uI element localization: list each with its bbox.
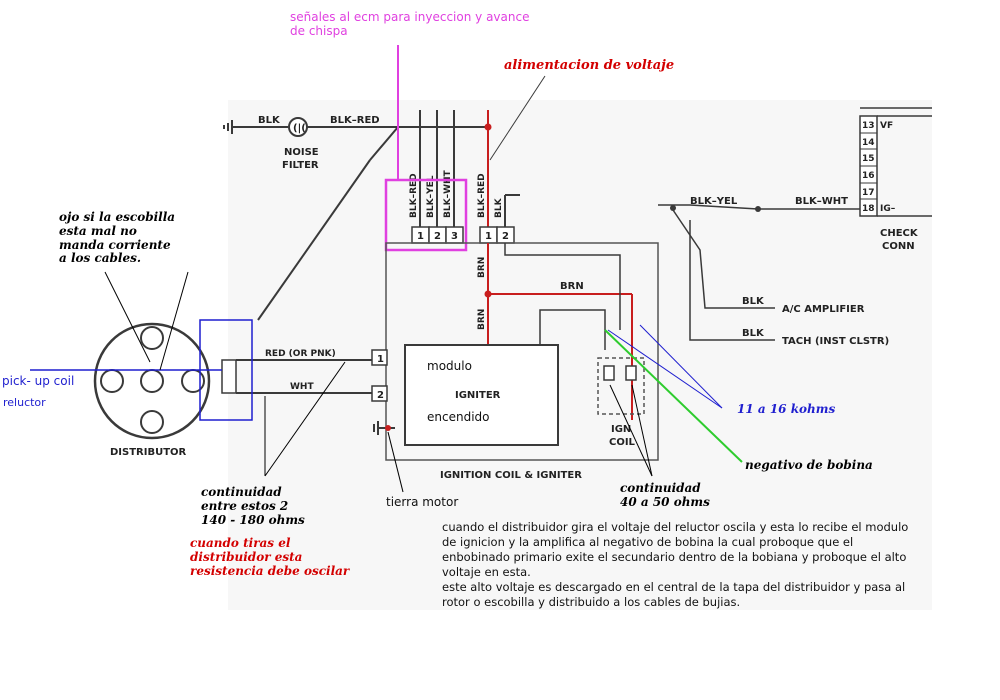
check-row-17-num: 17	[862, 188, 875, 198]
ac-amplifier-label: A/C AMPLIFIER	[782, 304, 865, 315]
ign-coil-label-2: COIL	[609, 437, 636, 448]
noise-filter-glyph: (|(	[293, 123, 306, 134]
pickup-coil-icon	[221, 359, 237, 394]
wires-to-ecm-connector	[419, 110, 455, 230]
tierra-pointer	[387, 431, 404, 493]
label-brn-2: BRN	[477, 309, 487, 330]
ojo-pointer-2	[159, 271, 189, 371]
kohms-note: 11 a 16 kohms	[737, 402, 836, 416]
noise-filter-label-2: FILTER	[282, 160, 319, 171]
power-connector: 1 2	[479, 226, 515, 244]
kohms-pointer-2	[639, 324, 723, 409]
noise-filter-label-1: NOISE	[284, 147, 319, 158]
power-pin-1: 1	[485, 231, 492, 242]
tierra-motor-note: tierra motor	[386, 495, 459, 509]
pick-up-coil-note: pick- up coil	[2, 374, 75, 388]
label-red-or-pnk: RED (OR PNK)	[265, 349, 336, 359]
senales-ecm-note: señales al ecm para inyeccion y avance d…	[290, 10, 530, 38]
wire-to-tach	[689, 220, 775, 341]
alimentacion-voltaje-note: alimentacion de voltaje	[504, 58, 675, 73]
check-connector	[859, 107, 932, 217]
continuidad-pointer	[264, 361, 346, 477]
check-row-14-num: 14	[862, 138, 875, 148]
ignition-assembly-label: IGNITION COIL & IGNITER	[440, 470, 582, 481]
label-blk-tach: BLK	[742, 328, 765, 339]
ecm-signals-highlight	[384, 178, 468, 252]
coil-continuidad-pointer	[631, 384, 653, 477]
continuidad-coil-note: continuidad 40 a 50 ohms	[620, 481, 710, 509]
igniter-label: IGNITER	[455, 390, 501, 401]
ign-coil-label-1: IGN	[611, 424, 631, 435]
igniter-pin-1: 1	[377, 354, 384, 365]
check-row-16-num: 16	[862, 171, 875, 181]
ecm-pin-3: 3	[451, 231, 458, 242]
label-blk-red-1: BLK–RED	[409, 173, 419, 218]
power-pin-2: 2	[502, 231, 509, 242]
distributor-icon	[93, 322, 211, 440]
ecm-connector: 1 2 3	[411, 226, 464, 244]
label-blk-ac: BLK	[742, 296, 765, 307]
ecm-pin-2: 2	[434, 231, 441, 242]
explanation-paragraph: cuando el distribuidor gira el voltaje d…	[442, 520, 922, 610]
check-conn-label-1: CHECK	[880, 228, 919, 239]
label-blk-yel-right: BLK–YEL	[690, 196, 738, 207]
tach-label: TACH (INST CLSTR)	[782, 336, 889, 347]
scan-background	[228, 100, 932, 610]
check-row-18-label: IG–	[880, 204, 896, 214]
continuidad-pickup-note: continuidad entre estos 2 140 - 180 ohms	[201, 485, 305, 527]
explanation-text-2: este alto voltaje es descargado en el ce…	[442, 580, 906, 609]
cuando-tiras-note: cuando tiras el distribuidor esta resist…	[190, 536, 350, 578]
wire-to-ac-amplifier	[672, 209, 775, 309]
label-brn-1: BRN	[477, 257, 487, 278]
check-row-13-num: 13	[862, 121, 875, 131]
label-brn-horiz: BRN	[560, 281, 584, 292]
negativo-pointer	[604, 329, 743, 463]
ojo-escobilla-note: ojo si la escobilla esta mal no manda co…	[59, 210, 176, 266]
negativo-bobina-note: negativo de bobina	[745, 458, 873, 472]
alimentacion-pointer	[489, 75, 546, 161]
label-blk-wht-1: BLK–WHT	[443, 169, 453, 218]
label-blk-red-2: BLK–RED	[477, 173, 487, 218]
igniter-pin-2: 2	[377, 390, 384, 401]
check-conn-label-2: CONN	[882, 241, 915, 252]
reluctor-note: reluctor	[3, 396, 46, 409]
label-blk-wht-right: BLK–WHT	[795, 196, 848, 207]
power-junction	[484, 123, 492, 131]
wire-diagonal-to-distributor	[257, 159, 371, 321]
label-blk-red-top: BLK–RED	[330, 115, 380, 126]
ojo-pointer-1	[104, 271, 151, 363]
label-blk-top: BLK	[258, 115, 281, 126]
label-wht: WHT	[290, 382, 314, 392]
label-blk-yel-1: BLK–YEL	[426, 175, 436, 218]
explanation-text-1: cuando el distribuidor gira el voltaje d…	[442, 520, 909, 579]
igniter-module	[404, 344, 559, 446]
kohms-pointer-1	[607, 329, 723, 409]
wire-blk-yel-right	[658, 204, 860, 210]
ecm-pin-1: 1	[417, 231, 424, 242]
encendido-note: encendido	[427, 410, 490, 424]
modulo-note: modulo	[427, 359, 472, 373]
check-row-13-label: VF	[880, 121, 893, 131]
check-row-18-num: 18	[862, 204, 875, 214]
label-blk-2: BLK	[494, 197, 504, 218]
check-row-15-num: 15	[862, 154, 875, 164]
igniter-pin-1-box	[371, 349, 388, 366]
distributor-label: DISTRIBUTOR	[110, 447, 187, 458]
ign-coil-box	[597, 357, 645, 415]
